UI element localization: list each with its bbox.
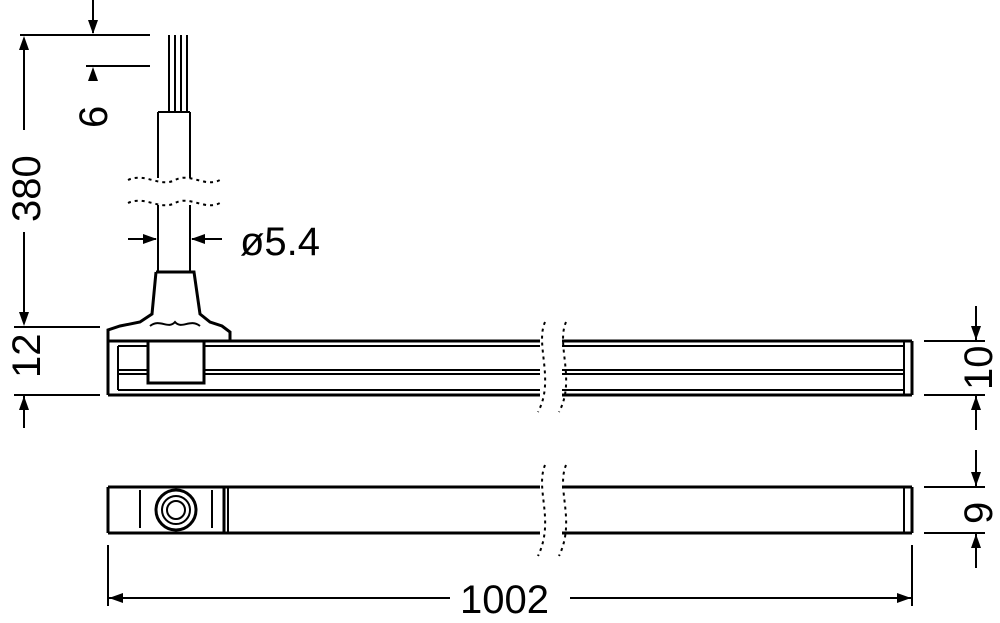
bottom-break-right: [558, 464, 568, 557]
cable-break-bottom: [127, 199, 221, 207]
cable-exit-outer: [154, 488, 198, 532]
profile-side-view: [106, 321, 914, 413]
cable: [127, 35, 221, 272]
dim-total-length: 1002: [107, 545, 913, 622]
dim-total-length-label: 1002: [460, 578, 549, 622]
cable-exit-mid: [161, 495, 191, 525]
profile-bottom-view: [106, 464, 914, 557]
dim-bottom-height-label: 9: [957, 502, 1000, 524]
dim-cable-length-label: 380: [5, 155, 49, 222]
dim-cable-diameter-label: ø5.4: [240, 220, 320, 264]
dim-connector-height-label: 12: [5, 334, 49, 379]
dim-profile-height: 10: [924, 306, 1000, 430]
dim-profile-height-label: 10: [957, 346, 1000, 391]
profile-break-left: [537, 321, 547, 413]
bottom-break-left: [537, 464, 547, 557]
cable-connector: [106, 270, 232, 385]
dim-connector-height: 12: [5, 334, 100, 428]
dim-cable-diameter: ø5.4: [128, 220, 320, 264]
dim-cable-length: 380: [5, 34, 150, 328]
cable-exit-inner: [166, 500, 186, 520]
cable-break-top: [127, 176, 221, 184]
dim-cable-strip: 6: [72, 0, 150, 128]
dim-bottom-height: 9: [924, 450, 1000, 568]
dim-cable-strip-label: 6: [72, 106, 116, 128]
profile-break-right: [558, 321, 568, 413]
